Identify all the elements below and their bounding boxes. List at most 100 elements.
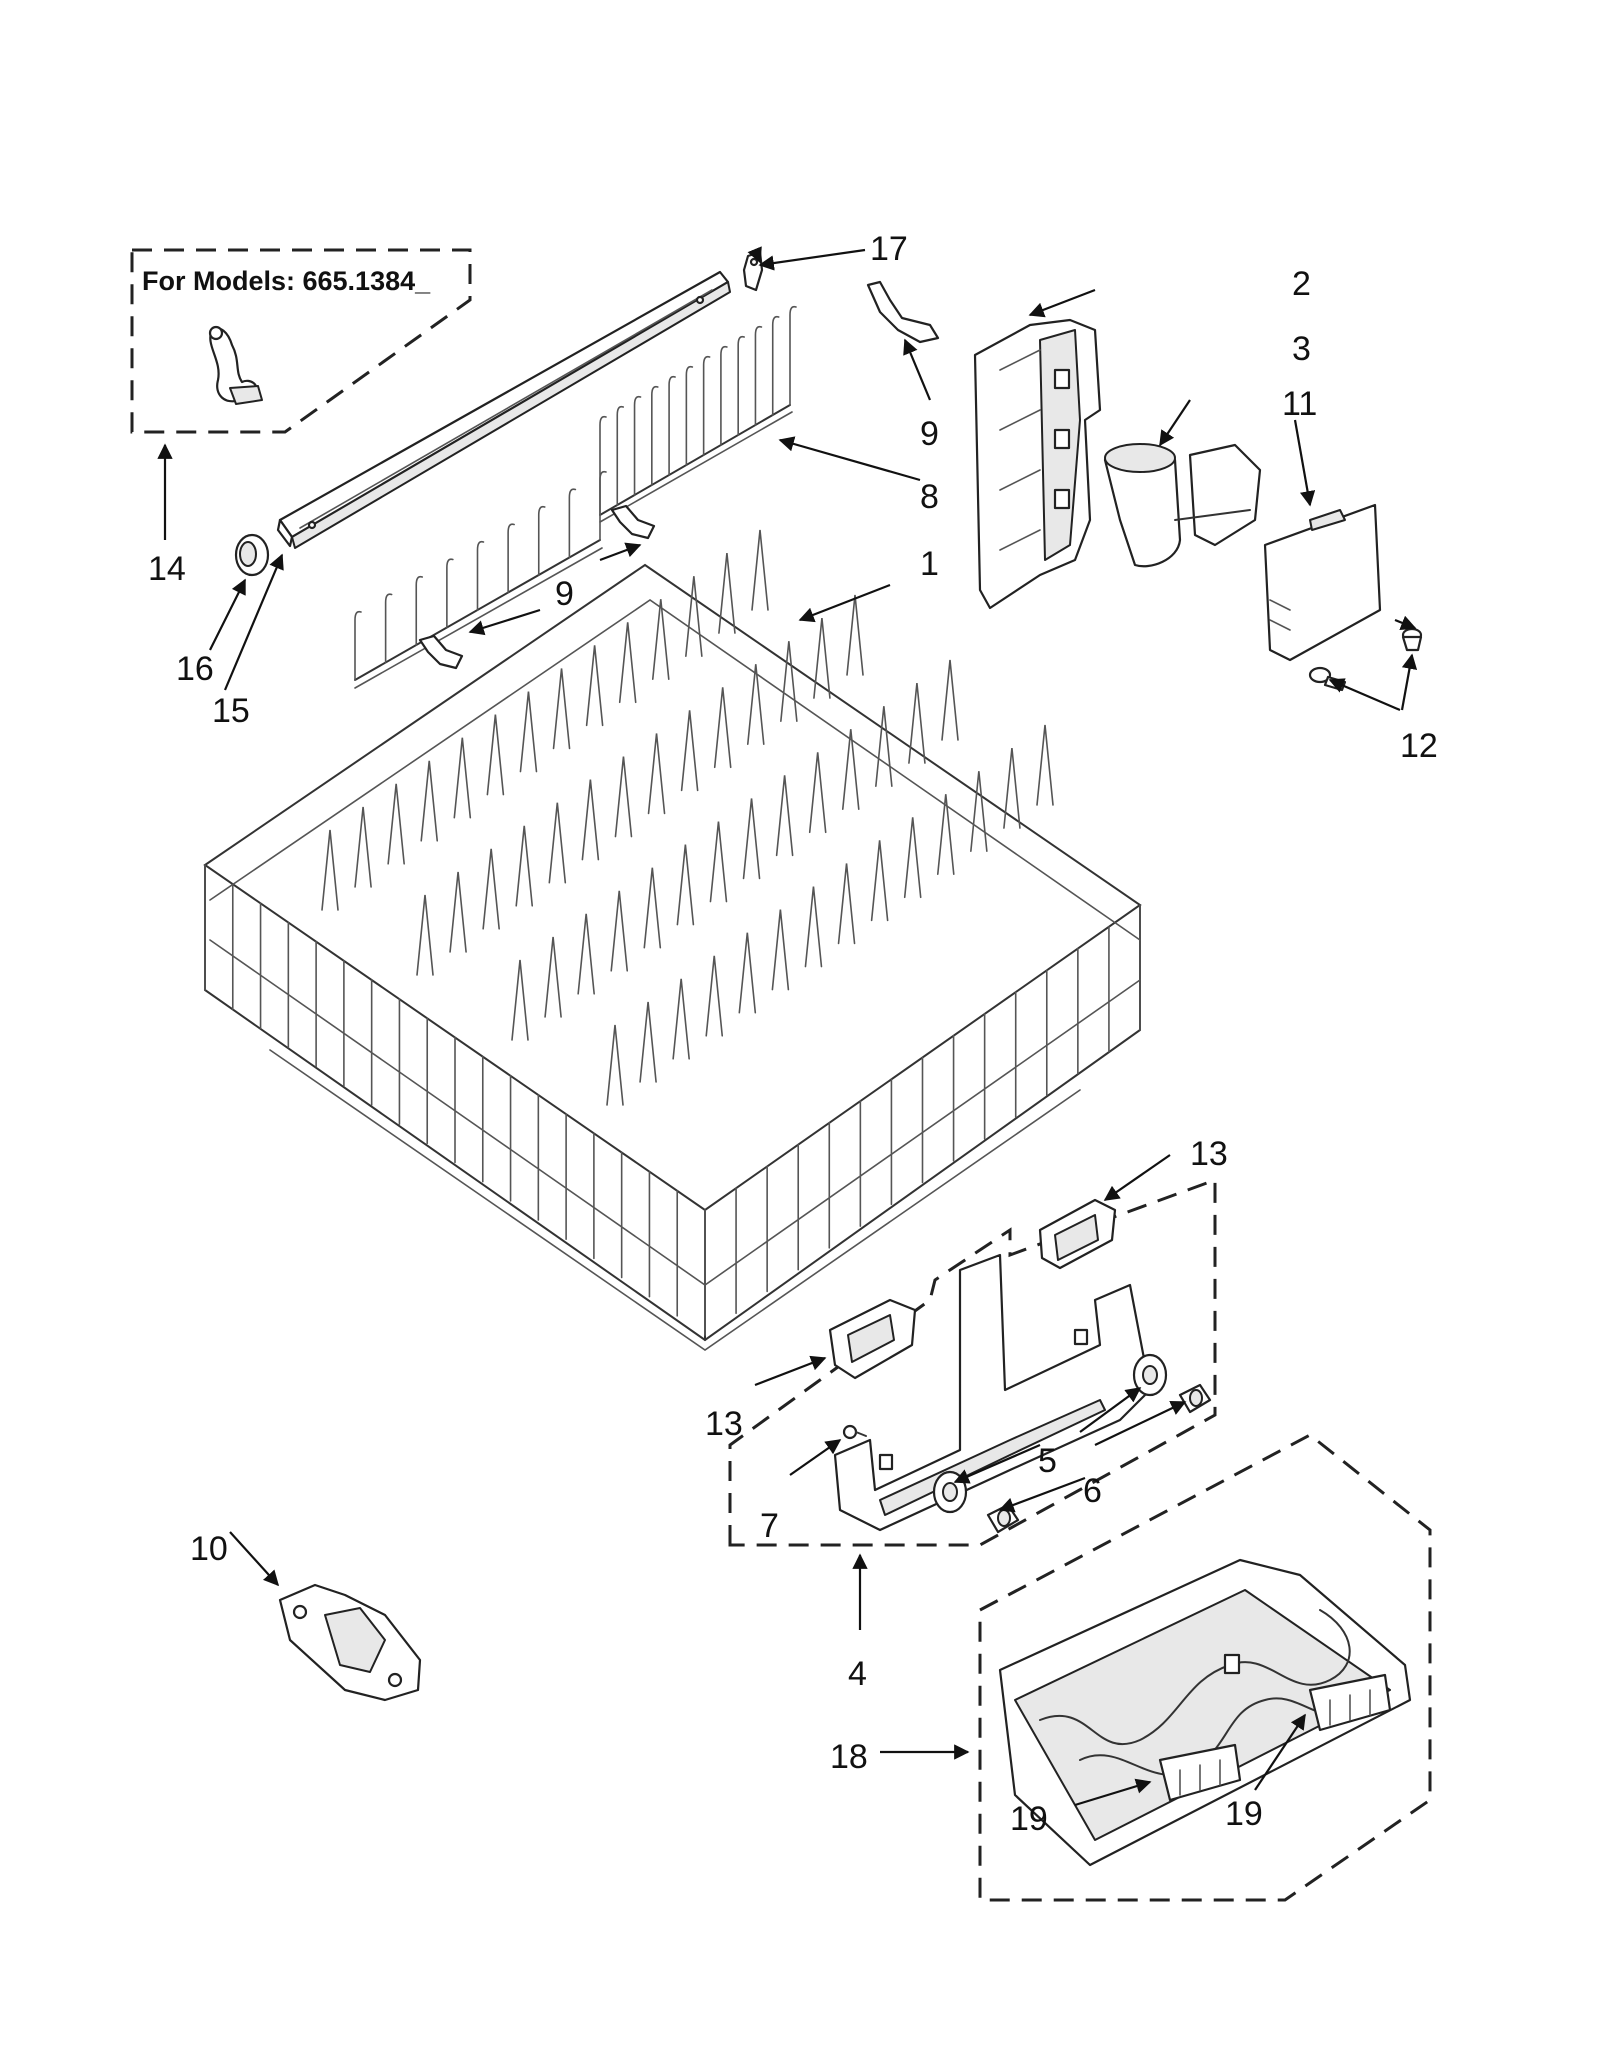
callout-18: 18	[830, 1738, 868, 1776]
dish-tine	[738, 932, 757, 1014]
tine	[599, 470, 607, 541]
tine	[568, 488, 577, 559]
callout-1: 1	[920, 545, 939, 583]
tine	[668, 375, 676, 476]
dish-tine	[742, 798, 761, 880]
dish-tine	[548, 802, 567, 884]
callout-4: 4	[848, 1655, 867, 1693]
dish-tine	[639, 1001, 657, 1083]
callout-labels: 2 3 11 12 17 9 8 1 9 14 16 15 13 13 5 6 …	[148, 230, 1438, 1838]
part-15-rail	[276, 270, 731, 549]
callout-9-mid: 9	[555, 575, 574, 613]
callout-19-left: 19	[1010, 1800, 1048, 1838]
part-7-pin	[842, 1424, 867, 1440]
dish-tine	[486, 714, 505, 796]
part-6-axle-a	[1178, 1383, 1212, 1414]
dish-tine	[585, 645, 604, 727]
dish-tine	[875, 706, 893, 787]
dish-tine	[775, 775, 794, 857]
part-13-clip-upper	[1038, 1198, 1117, 1270]
leader-lines	[157, 246, 1418, 1807]
part-12-screw-a	[1401, 627, 1423, 652]
dish-tine	[941, 659, 959, 741]
dish-tine	[515, 825, 534, 907]
tine	[789, 305, 797, 406]
dish-tine	[846, 594, 864, 676]
dish-tine	[581, 779, 600, 861]
dish-tine	[685, 576, 703, 657]
tine	[737, 335, 745, 436]
part-10-actuator	[278, 1583, 422, 1702]
callout-6: 6	[1083, 1472, 1102, 1510]
callout-2: 2	[1292, 265, 1311, 303]
tine	[685, 365, 694, 466]
dish-tine	[676, 844, 695, 926]
callout-14: 14	[148, 550, 186, 588]
tine	[720, 345, 728, 446]
dish-tine	[614, 756, 633, 838]
dish-tine	[804, 886, 823, 968]
part-3-lever	[1103, 443, 1262, 568]
dish-tine	[577, 913, 595, 995]
callout-9-top: 9	[920, 415, 939, 453]
dish-tine	[903, 817, 922, 899]
dish-tine	[705, 955, 724, 1037]
part-16-knob	[234, 533, 270, 577]
dish-tine	[672, 978, 690, 1060]
dish-tine	[606, 1024, 624, 1106]
tine	[476, 540, 485, 611]
dish-tine	[453, 737, 472, 819]
callout-7: 7	[760, 1507, 779, 1545]
callout-10: 10	[190, 1530, 228, 1568]
dish-tine	[1003, 747, 1021, 829]
tine	[507, 523, 515, 594]
dish-tine	[870, 840, 889, 922]
part-12-screw-b	[1308, 666, 1347, 692]
part-1-rack	[203, 563, 1142, 1351]
callout-3: 3	[1292, 330, 1311, 368]
dish-tine	[908, 682, 926, 764]
tine	[771, 315, 780, 416]
part-9-clip-top	[866, 280, 940, 344]
dish-tine	[552, 668, 571, 750]
part-8-tine-row	[599, 404, 793, 523]
dish-tine	[544, 936, 562, 1018]
dish-tine	[709, 821, 728, 903]
part-4-group-box	[728, 1177, 1217, 1547]
part-11-cover	[1263, 503, 1382, 662]
dish-tine	[936, 794, 955, 876]
callout-11: 11	[1282, 385, 1317, 423]
dish-tine	[1036, 724, 1054, 806]
dish-tine	[713, 687, 732, 769]
tine	[537, 505, 546, 576]
tine	[616, 405, 625, 506]
tine	[754, 325, 763, 426]
inset-box: For Models: 665.1384_	[130, 248, 472, 434]
dish-tine	[647, 733, 666, 815]
part-4-bracket	[833, 1253, 1152, 1532]
tine	[415, 575, 424, 646]
dish-tine	[321, 829, 339, 911]
tine	[446, 558, 454, 629]
dish-tine	[511, 959, 529, 1041]
part-5-wheel-b	[932, 1470, 968, 1514]
tine	[702, 355, 711, 456]
dish-tine	[618, 622, 637, 704]
dish-tine	[970, 771, 988, 852]
callout-12: 12	[1400, 727, 1438, 765]
dish-tine	[610, 890, 629, 972]
part-8-tines	[599, 305, 797, 516]
part-9-tines	[354, 470, 607, 681]
tine	[354, 610, 362, 681]
part-1-rack-tines	[204, 529, 1141, 1336]
callout-13-lower: 13	[705, 1405, 743, 1443]
dish-tine	[771, 909, 790, 991]
callout-19-right: 19	[1225, 1795, 1263, 1833]
inset-clip-part	[208, 325, 263, 405]
tine	[633, 395, 642, 496]
part-19-clip-a	[1158, 1743, 1242, 1802]
dish-tine	[780, 641, 798, 722]
callout-17: 17	[870, 230, 908, 268]
dish-tine	[680, 710, 699, 792]
dish-tine	[841, 729, 860, 811]
